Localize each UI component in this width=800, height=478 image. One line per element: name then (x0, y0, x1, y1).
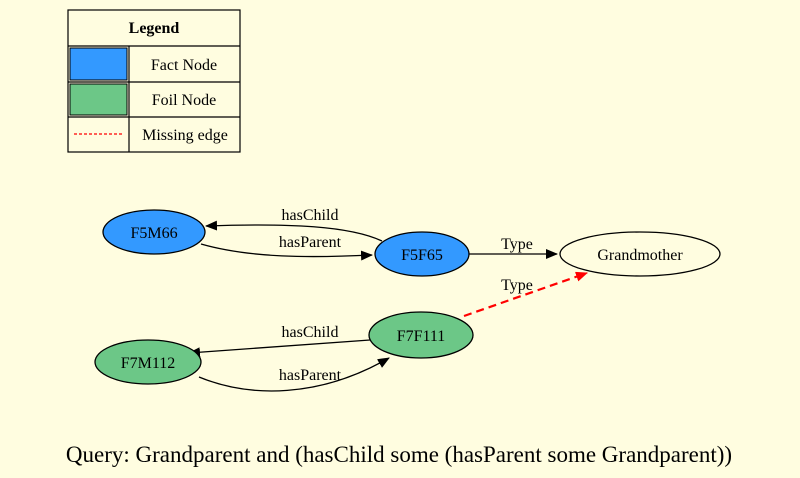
class-node-shape (559, 231, 721, 277)
node-f5f65[interactable]: F5F65 (374, 231, 470, 277)
legend-title: Legend (129, 20, 180, 37)
node-grandmother[interactable]: Grandmother (559, 231, 721, 277)
edge-label-haschild: hasChild (282, 324, 339, 341)
edge-label-type: Type (501, 236, 533, 253)
fact-node-shape (374, 231, 470, 277)
edges-foil: Type hasChild hasParent (188, 271, 588, 392)
node-label: F7F111 (397, 328, 446, 345)
legend: Legend Fact Node Foil Node Missing edge (67, 9, 241, 153)
fact-node-swatch (69, 47, 128, 81)
edge-f7f111-type-grandmother-missing (463, 271, 588, 318)
edge-f7m112-hasparent-f7f111 (198, 357, 390, 392)
node-f7f111[interactable]: F7F111 (368, 311, 474, 359)
edge-label-hasparent: hasParent (279, 367, 342, 384)
edge-label-type-missing: Type (501, 277, 533, 294)
foil-node-shape (368, 311, 474, 359)
legend-missing-label: Missing edge (142, 127, 228, 144)
edge-label-hasparent: hasParent (279, 234, 342, 251)
node-label: F5F65 (401, 247, 443, 264)
edge-f7f111-haschild-f7m112 (188, 339, 371, 358)
edge-f5f65-haschild-f5m66 (205, 220, 383, 242)
legend-foil-label: Foil Node (152, 92, 216, 109)
node-f5m66[interactable]: F5M66 (102, 209, 206, 255)
edges-fact: hasChild hasParent Type (200, 207, 558, 261)
edge-label-haschild: hasChild (282, 207, 339, 224)
fact-node-shape (102, 209, 206, 255)
foil-node-shape (94, 339, 202, 385)
edge-f5m66-hasparent-f5f65 (200, 243, 373, 261)
foil-node-swatch (69, 83, 128, 116)
node-label: F7M112 (121, 355, 176, 372)
legend-fact-label: Fact Node (151, 57, 217, 74)
node-label: F5M66 (130, 225, 177, 242)
query-caption: Query: Grandparent and (hasChild some (h… (66, 442, 732, 467)
legend-border (67, 9, 241, 153)
node-f7m112[interactable]: F7M112 (94, 339, 202, 385)
node-label: Grandmother (597, 247, 683, 264)
